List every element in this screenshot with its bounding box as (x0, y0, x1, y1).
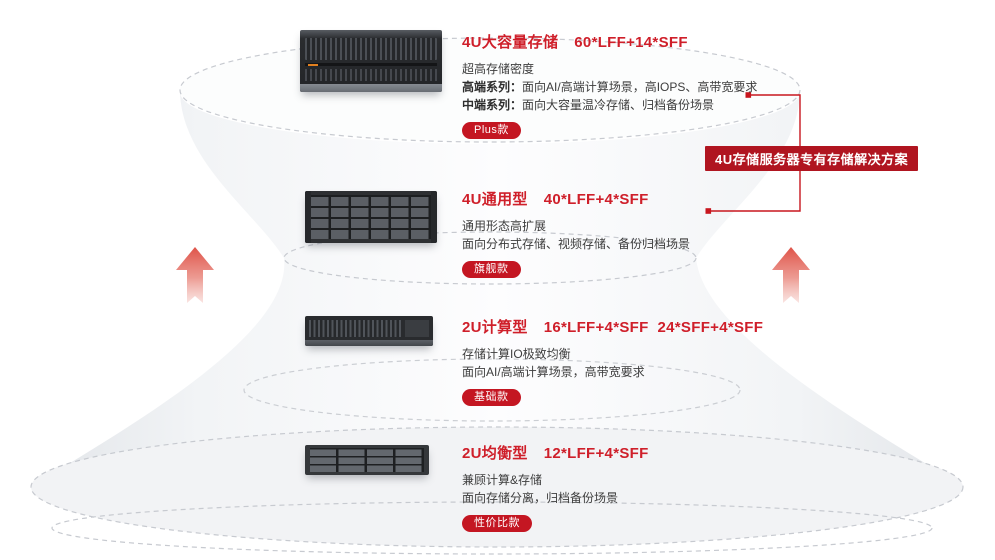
tier-title: 4U大容量存储 60*LFF+14*SFF (462, 31, 757, 52)
server-base-panel (305, 340, 433, 346)
tier-name: 2U均衡型 (462, 445, 528, 462)
tier-name: 4U通用型 (462, 191, 528, 208)
funnel-silhouette (32, 92, 963, 544)
server-image-4u-general (305, 191, 437, 243)
tier-ellipse-waist (283, 231, 697, 285)
tier-spec: 60*LFF+14*SFF (574, 34, 688, 51)
tier-name: 2U计算型 (462, 319, 528, 336)
up-arrow-right (772, 247, 810, 303)
tier-desc-line: 中端系列：面向大容量温冷存储、归档备份场景 (462, 97, 757, 113)
tier-badge: 旗舰款 (462, 261, 521, 278)
tier-badge: Plus款 (462, 122, 521, 139)
server-drive-slots (305, 69, 437, 81)
connector-dots (705, 92, 752, 214)
tier-desc-line: 通用形态高扩展 (462, 219, 547, 233)
tier-title: 4U通用型 40*LFF+4*SFF (462, 188, 690, 209)
tier-ellipse-base (51, 501, 933, 555)
server-divider (305, 63, 437, 66)
server-rack-ear (431, 191, 437, 243)
tier-desc-line: 高端系列：面向AI/高端计算场景，高IOPS、高带宽要求 (462, 79, 757, 95)
server-image-4u-capacity (300, 30, 442, 92)
up-arrow-left (176, 247, 214, 303)
server-image-2u-compute (305, 316, 433, 346)
server-base-panel (300, 84, 442, 92)
tier-spec: 12*LFF+4*SFF (543, 445, 649, 462)
tier-desc-line: 面向分布式存储、视频存储、备份归档场景 (462, 237, 691, 251)
tier-badge: 性价比款 (462, 515, 532, 532)
series-desc: 面向AI/高端计算场景，高IOPS、高带宽要求 (522, 80, 758, 94)
server-drive-bays (311, 195, 431, 239)
connector-lines (710, 94, 801, 212)
series-label: 中端系列： (462, 98, 523, 112)
server-image-2u-balanced (305, 445, 429, 475)
tier-desc-line: 面向存储分离，归档备份场景 (462, 491, 619, 505)
tier-2u-compute: 2U计算型 16*LFF+4*SFF 24*SFF+4*SFF 存储计算IO极致均… (462, 316, 763, 406)
tier-title: 2U均衡型 12*LFF+4*SFF (462, 442, 649, 463)
tier-desc-line: 超高存储密度 (462, 62, 535, 76)
server-side-panel (405, 320, 429, 337)
server-rack-ear (305, 191, 311, 243)
server-drive-slots (309, 320, 401, 337)
tier-4u-capacity: 4U大容量存储 60*LFF+14*SFF 超高存储密度 高端系列：面向AI/高端… (462, 31, 757, 139)
tier-desc-line: 面向AI/高端计算场景，高带宽要求 (462, 365, 645, 379)
tier-spec: 40*LFF+4*SFF (543, 191, 649, 208)
tier-badge: 基础款 (462, 389, 521, 406)
server-drive-bays (310, 448, 424, 472)
tier-title: 2U计算型 16*LFF+4*SFF 24*SFF+4*SFF (462, 316, 763, 337)
series-desc: 面向大容量温冷存储、归档备份场景 (522, 98, 715, 112)
tier-desc-line: 存储计算IO极致均衡 (462, 347, 571, 361)
series-label: 高端系列： (462, 80, 523, 94)
tier-spec: 16*LFF+4*SFF 24*SFF+4*SFF (543, 319, 764, 336)
solution-banner: 4U存储服务器专有存储解决方案 (705, 146, 919, 171)
tier-4u-general: 4U通用型 40*LFF+4*SFF 通用形态高扩展 面向分布式存储、视频存储、备… (462, 188, 690, 278)
tier-desc-line: 兼顾计算&存储 (462, 473, 543, 487)
tier-name: 4U大容量存储 (462, 34, 559, 51)
server-drive-slots (305, 38, 437, 60)
tier-ellipse-bottom (30, 426, 964, 548)
tier-ellipse-third (243, 358, 741, 422)
server-accent (308, 64, 318, 66)
